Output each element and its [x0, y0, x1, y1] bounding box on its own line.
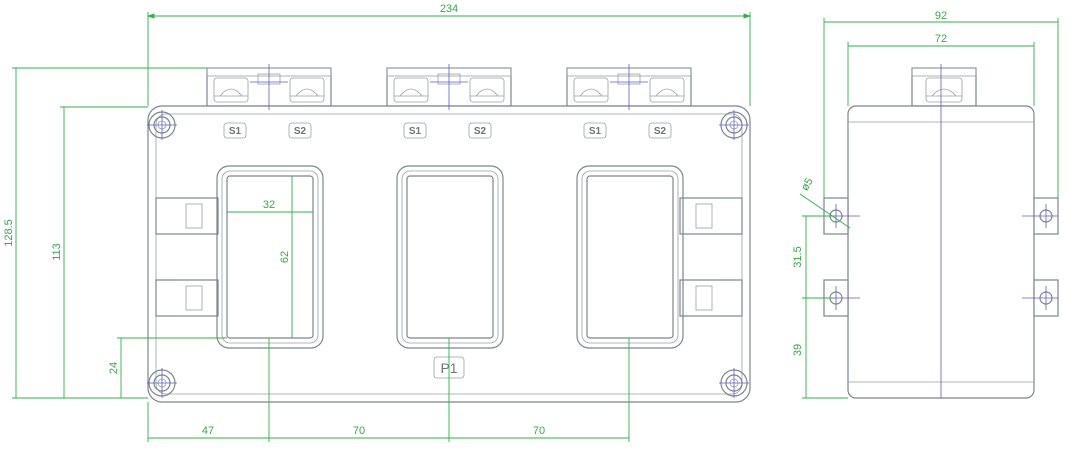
- dim-window-width: 32: [263, 199, 275, 211]
- dim-hole-bottom: 39: [792, 344, 804, 356]
- label-s1-b: S1: [409, 126, 422, 137]
- front-dimensions: [12, 12, 752, 442]
- window-1: [216, 165, 324, 349]
- side-center-axes: [824, 64, 1058, 398]
- side-dimensions: [799, 18, 1059, 399]
- terminal-labels: S1 S2 S1 S2 S1 S2: [223, 122, 672, 139]
- label-s2-b: S2: [474, 126, 487, 137]
- dim-hole-diameter: ø5: [799, 176, 816, 193]
- label-s2-a: S2: [294, 126, 307, 137]
- dim-window-pitch-1: 70: [353, 425, 365, 437]
- dim-overall-depth: 92: [935, 10, 947, 22]
- window-3: [576, 165, 684, 349]
- dim-body-depth: 72: [935, 33, 947, 45]
- label-s1-a: S1: [229, 126, 242, 137]
- side-clips: [155, 197, 743, 317]
- dim-window-pitch-2: 70: [533, 425, 545, 437]
- dim-first-window-offset: 47: [202, 425, 214, 437]
- label-s2-c: S2: [654, 126, 667, 137]
- dim-body-height: 113: [51, 243, 63, 261]
- dim-overall-height: 128.5: [3, 219, 15, 247]
- window-2: [396, 165, 504, 349]
- label-s1-c: S1: [589, 126, 602, 137]
- center-axes: [147, 64, 749, 398]
- dim-window-height: 62: [279, 251, 291, 263]
- front-view: S1 S2 S1 S2 S1 S2 P1: [3, 3, 752, 442]
- dim-window-bottom: 24: [108, 362, 120, 374]
- side-view: 92 72 ø5 31.5 39: [792, 10, 1059, 399]
- dim-overall-width: 234: [440, 3, 458, 15]
- dim-hole-spacing: 31.5: [792, 246, 804, 267]
